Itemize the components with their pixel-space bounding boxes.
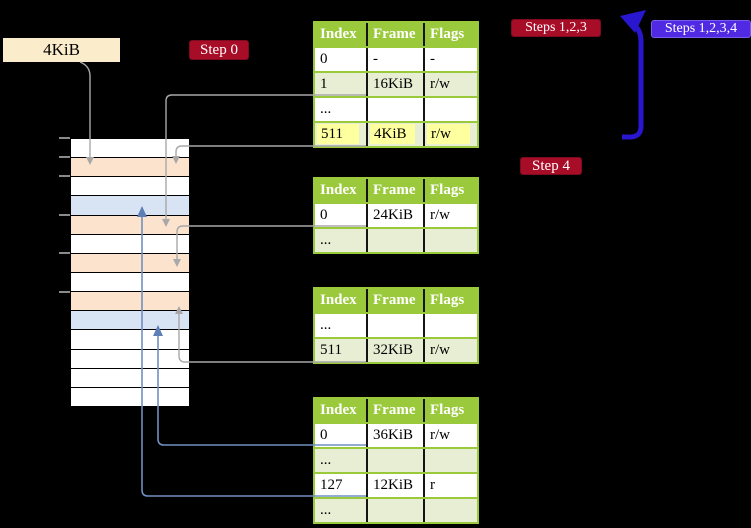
- table-cell: 0: [315, 424, 368, 447]
- memory-row-white: [71, 387, 189, 406]
- table-cell: 0: [315, 204, 368, 227]
- table-cell: 511: [315, 339, 368, 362]
- table-cell: [368, 98, 425, 121]
- table-cell: r/w: [430, 207, 450, 223]
- table-row: ...: [315, 499, 477, 522]
- table-cell: r/w: [425, 123, 477, 146]
- table-cell: 4KiB: [368, 123, 425, 146]
- table-cell: [368, 499, 425, 522]
- memory-row-white: [71, 330, 189, 350]
- column-header: Flags: [430, 402, 465, 418]
- memory-tick-marks: [59, 137, 70, 293]
- table-cell: 127: [315, 474, 368, 497]
- memory-row-white: [71, 349, 189, 369]
- highlighted-value: 4KiB: [370, 124, 416, 144]
- badge-step-0: Step 0: [189, 40, 249, 60]
- table-cell: [425, 499, 477, 522]
- memory-row-white: [71, 139, 189, 159]
- table-row: 0--: [315, 48, 477, 73]
- column-header: Flags: [430, 182, 465, 198]
- column-header: Flags: [430, 292, 465, 308]
- table-cell: 0: [315, 48, 368, 71]
- column-header: Frame: [368, 179, 425, 202]
- table-cell: [425, 98, 477, 121]
- table-cell: ...: [315, 229, 368, 252]
- table-cell: r/w: [430, 342, 450, 358]
- memory-row-orange: [71, 292, 189, 312]
- page-size-label: 4KiB: [3, 38, 120, 62]
- arrowhead-left-icon: [484, 132, 493, 142]
- memory-row-orange: [71, 215, 189, 235]
- table-cell: [425, 229, 477, 252]
- badge-steps-1-2-3: Steps 1,2,3: [511, 19, 601, 37]
- table-row: ...: [315, 449, 477, 474]
- highlighted-value: r/w: [427, 124, 470, 144]
- table-cell: 1: [315, 73, 368, 96]
- table-cell: r/w: [430, 76, 450, 92]
- table-cell: r: [430, 477, 435, 493]
- table-cell: [368, 314, 425, 337]
- memory-row-blue: [71, 196, 189, 216]
- memory-row-orange: [71, 158, 189, 178]
- table-cell: [368, 229, 425, 252]
- memory-row-white: [71, 234, 189, 254]
- memory-row-blue: [71, 311, 189, 331]
- column-header: Index: [315, 179, 368, 202]
- column-header: Index: [315, 399, 368, 422]
- badge-steps-1-2-3-4: Steps 1,2,3,4: [651, 20, 751, 38]
- memory-column: [70, 138, 190, 407]
- table-row: ...: [315, 314, 477, 339]
- column-header: Frame: [368, 399, 425, 422]
- table-cell: ...: [315, 314, 368, 337]
- table-cell: [368, 449, 425, 472]
- highlighted-value: 511: [317, 124, 359, 144]
- memory-row-white: [71, 177, 189, 197]
- table-cell: ...: [315, 449, 368, 472]
- memory-row-white: [71, 368, 189, 388]
- table-cell: r/w: [430, 427, 450, 443]
- column-header: Index: [315, 289, 368, 312]
- table-cell: ...: [315, 98, 368, 121]
- memory-row-orange: [71, 253, 189, 273]
- table-cell: -: [430, 51, 435, 67]
- table-row: ...: [315, 98, 477, 123]
- column-header: Index: [315, 23, 368, 46]
- table-cell: ...: [315, 499, 368, 522]
- table-cell: -: [368, 48, 425, 71]
- table-cell: 24KiB: [368, 204, 425, 227]
- table-cell: 16KiB: [368, 73, 425, 96]
- table-cell: 511: [315, 123, 368, 146]
- badge-step-4: Step 4: [520, 157, 582, 175]
- table-row: ...: [315, 229, 477, 252]
- table-cell: [425, 449, 477, 472]
- table-cell: [425, 314, 477, 337]
- table-cell: 36KiB: [368, 424, 425, 447]
- black-arrow-to-pt1-row511: [484, 132, 620, 142]
- column-header: Frame: [368, 23, 425, 46]
- table-row: 511 4KiB r/w: [315, 123, 477, 146]
- column-header: Frame: [368, 289, 425, 312]
- table-cell: 32KiB: [368, 339, 425, 362]
- flow-arrow: [620, 10, 646, 140]
- column-header: Flags: [430, 26, 465, 42]
- memory-row-white: [71, 272, 189, 293]
- table-cell: 12KiB: [368, 474, 425, 497]
- arrowhead-up-left-icon: [620, 10, 646, 33]
